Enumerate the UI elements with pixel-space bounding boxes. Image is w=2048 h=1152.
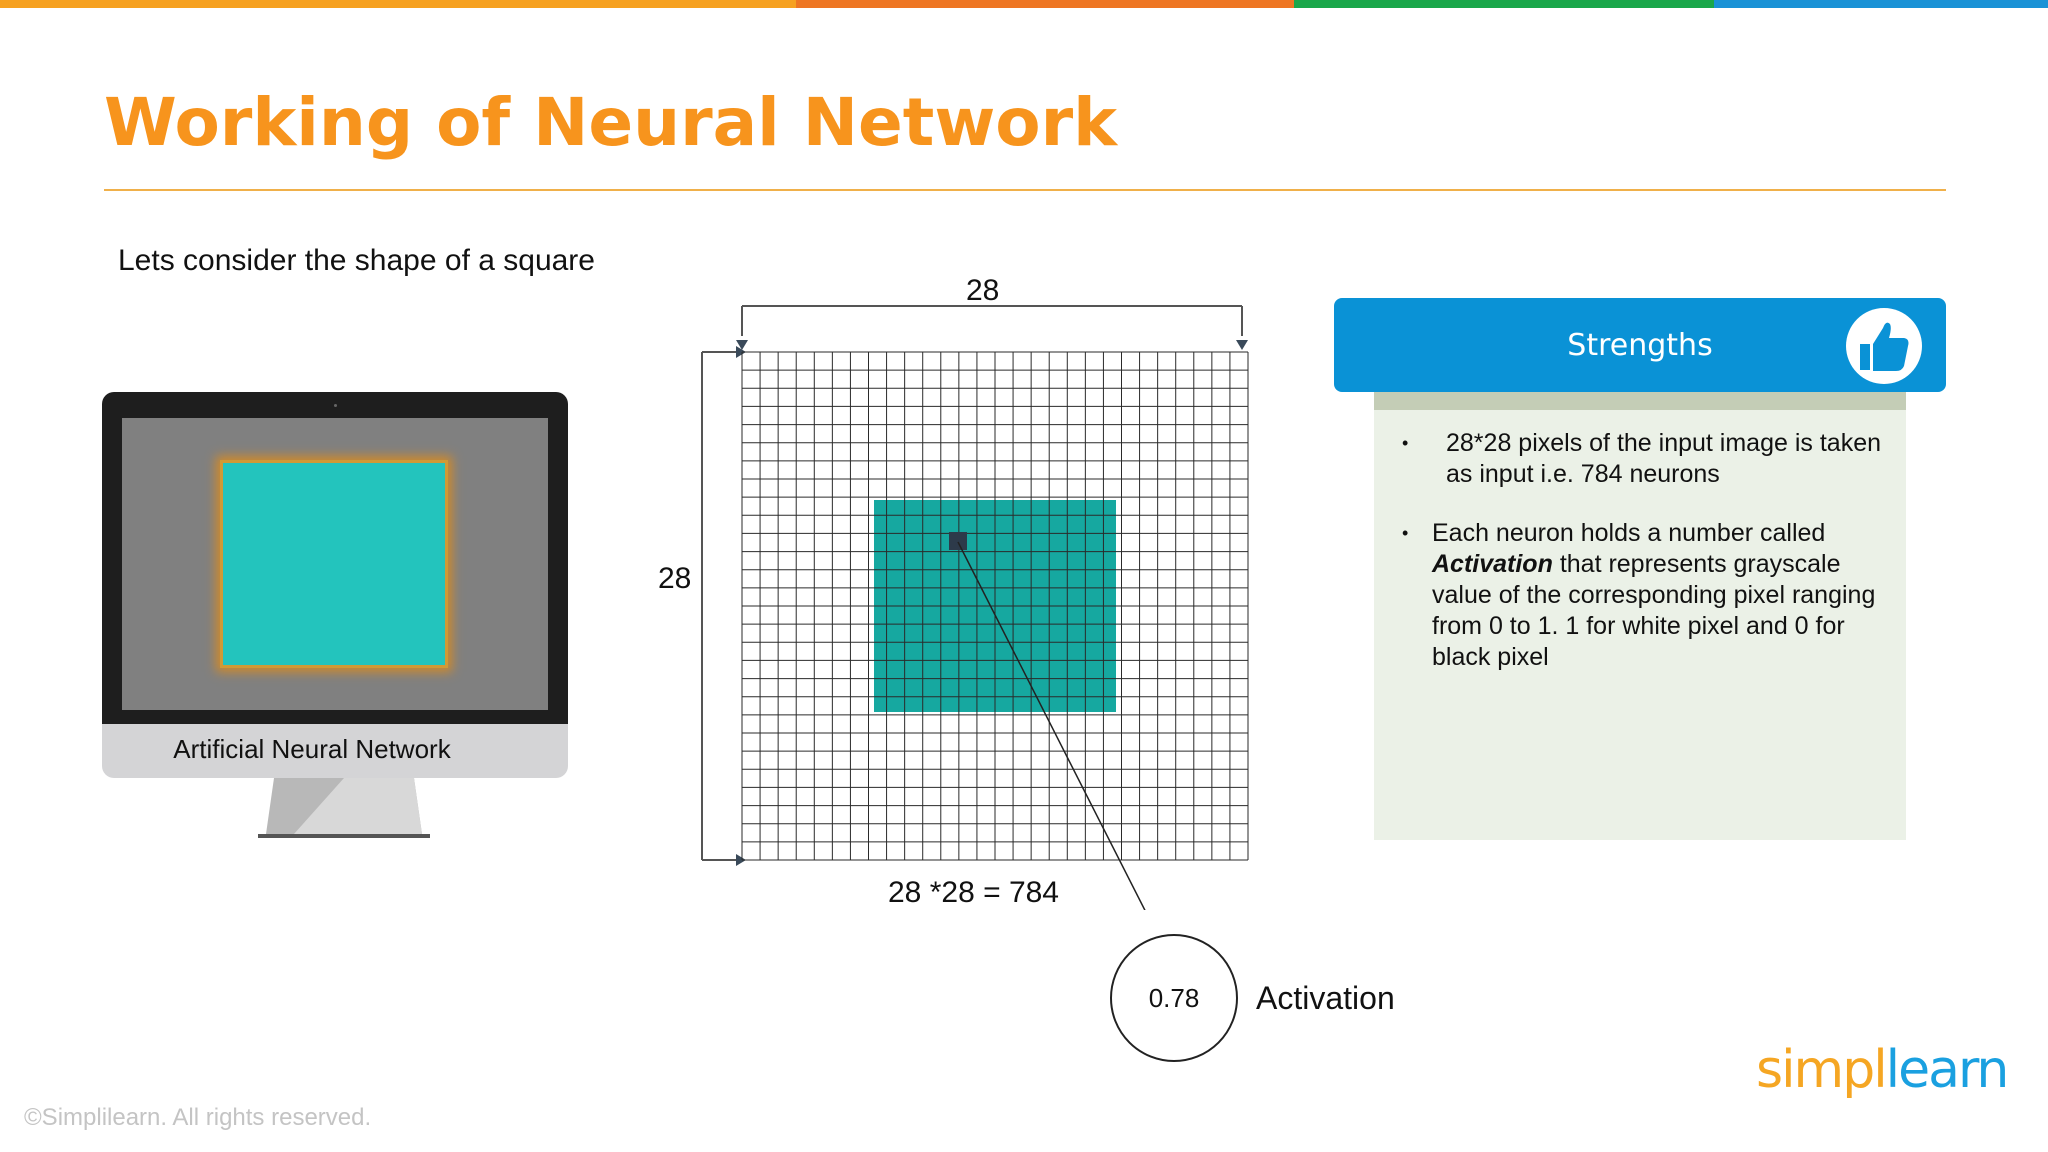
strengths-title: Strengths [1567, 328, 1713, 363]
bullet-2-rest: that represents grayscale value of the c… [1432, 550, 1876, 671]
bullet-dot: • [1402, 523, 1409, 543]
copyright-notice: ©Simplilearn. All rights reserved. [24, 1104, 372, 1131]
bullet-2-prefix: Each neuron holds a number called [1432, 519, 1826, 547]
monitor-illustration: Artificial Neural Network [102, 392, 568, 838]
pixel-grid [701, 305, 1249, 910]
activation-neuron [1110, 934, 1238, 1062]
monitor-chin [102, 724, 568, 778]
monitor-stand [258, 778, 430, 838]
screen-square [220, 460, 448, 668]
monitor-bezel [102, 392, 568, 726]
activation-label: Activation [1256, 980, 1395, 1016]
logo-part-2: learn [1885, 1040, 2010, 1100]
bullet-1-text: 28*28 pixels of the input image is taken… [1446, 429, 1881, 488]
camera-dot [334, 404, 337, 407]
brand-color-bar [0, 0, 2048, 8]
bullet-dot: • [1402, 433, 1409, 453]
logo-part-1: simpl [1756, 1040, 1888, 1100]
thumbs-up-icon [1846, 308, 1922, 384]
title-divider [104, 189, 1946, 191]
intro-text: Lets consider the shape of a square [118, 244, 595, 277]
strengths-panel-strip [1374, 390, 1906, 410]
simplilearn-logo: simpllearn [1756, 1040, 2010, 1100]
monitor-label: Artificial Neural Network [173, 734, 451, 764]
activation-value: 0.78 [1148, 983, 1200, 1013]
strengths-panel [1374, 392, 1906, 840]
grid-width-label: 28 [966, 274, 1000, 307]
grid-equation: 28 *28 = 784 [888, 876, 1059, 909]
monitor-screen [122, 418, 548, 710]
bullet-2-text: Each neuron holds a number called Activa… [1432, 518, 1902, 673]
grid-height-label: 28 [658, 562, 692, 595]
strengths-header: Strengths [1334, 298, 1946, 392]
slide-title: Working of Neural Network [104, 84, 1118, 161]
bullet-2-emphasis: Activation [1432, 550, 1553, 578]
